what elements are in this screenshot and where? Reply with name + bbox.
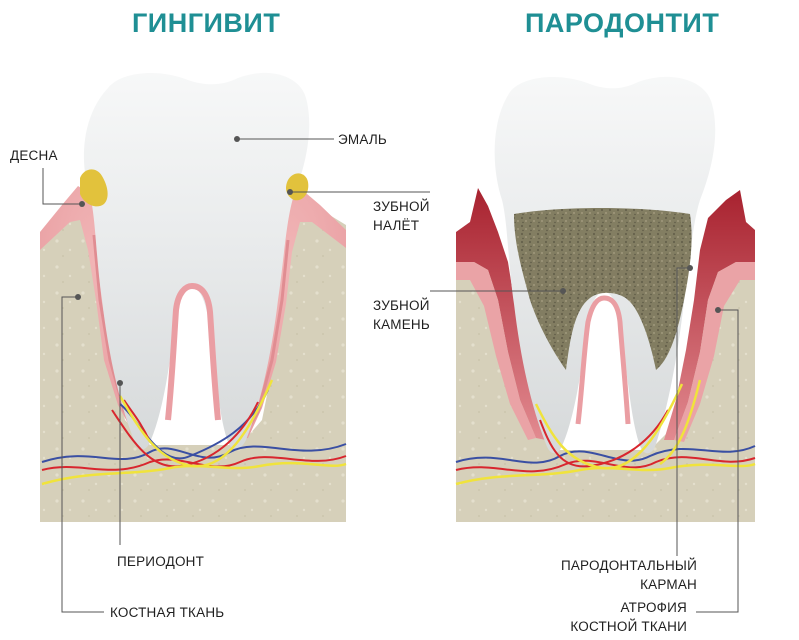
gum-right-right-side: [664, 190, 755, 440]
plaque-left: [80, 169, 108, 207]
label-desna: ДЕСНА: [10, 148, 58, 163]
tooth-left: [83, 72, 310, 450]
pulp-left: [165, 282, 221, 421]
gum-right-left-side: [456, 188, 546, 440]
pointer-atrofiya: [696, 309, 739, 613]
label-emal: ЭМАЛЬ: [338, 132, 387, 147]
label-atrofiya: АТРОФИЯ КОСТНОЙ ТКАНИ: [570, 598, 687, 636]
label-atrofiya-line2: КОСТНОЙ ТКАНИ: [570, 619, 687, 634]
pointer-karman: [676, 267, 690, 556]
label-karman-line2: КАРМАН: [640, 577, 697, 592]
vessels-left: [41, 379, 347, 486]
label-periodont: ПЕРИОДОНТ: [117, 554, 205, 569]
label-karman: ПАРОДОНТАЛЬНЫЙ КАРМАН: [561, 556, 697, 594]
bone-tissue-left: [40, 200, 346, 522]
label-kamen-line2: КАМЕНЬ: [373, 317, 430, 332]
label-nalet-line1: ЗУБНОЙ: [373, 199, 430, 214]
pointer-lines: [42, 136, 739, 613]
pointer-kostnaya: [61, 296, 104, 613]
vessels-right: [455, 379, 756, 486]
periodontitis-illustration: [455, 76, 756, 522]
heading-gingivitis: ГИНГИВИТ: [132, 8, 281, 38]
label-nalet-line2: НАЛЁТ: [373, 218, 420, 233]
label-kamen-line1: ЗУБНОЙ: [373, 298, 430, 313]
label-kamen: ЗУБНОЙ КАМЕНЬ: [373, 296, 430, 334]
label-karman-line1: ПАРОДОНТАЛЬНЫЙ: [560, 558, 697, 573]
label-nalet: ЗУБНОЙ НАЛЁТ: [373, 197, 430, 235]
pointer-desna: [42, 168, 82, 205]
gingivitis-illustration: [40, 72, 347, 522]
calculus-right: [514, 208, 692, 370]
heading-periodontitis: ПАРОДОНТИТ: [525, 8, 720, 38]
bone-tissue-right: [456, 250, 755, 522]
label-atrofiya-line1: АТРОФИЯ: [620, 600, 687, 615]
label-kostnaya: КОСТНАЯ ТКАНЬ: [110, 605, 225, 620]
